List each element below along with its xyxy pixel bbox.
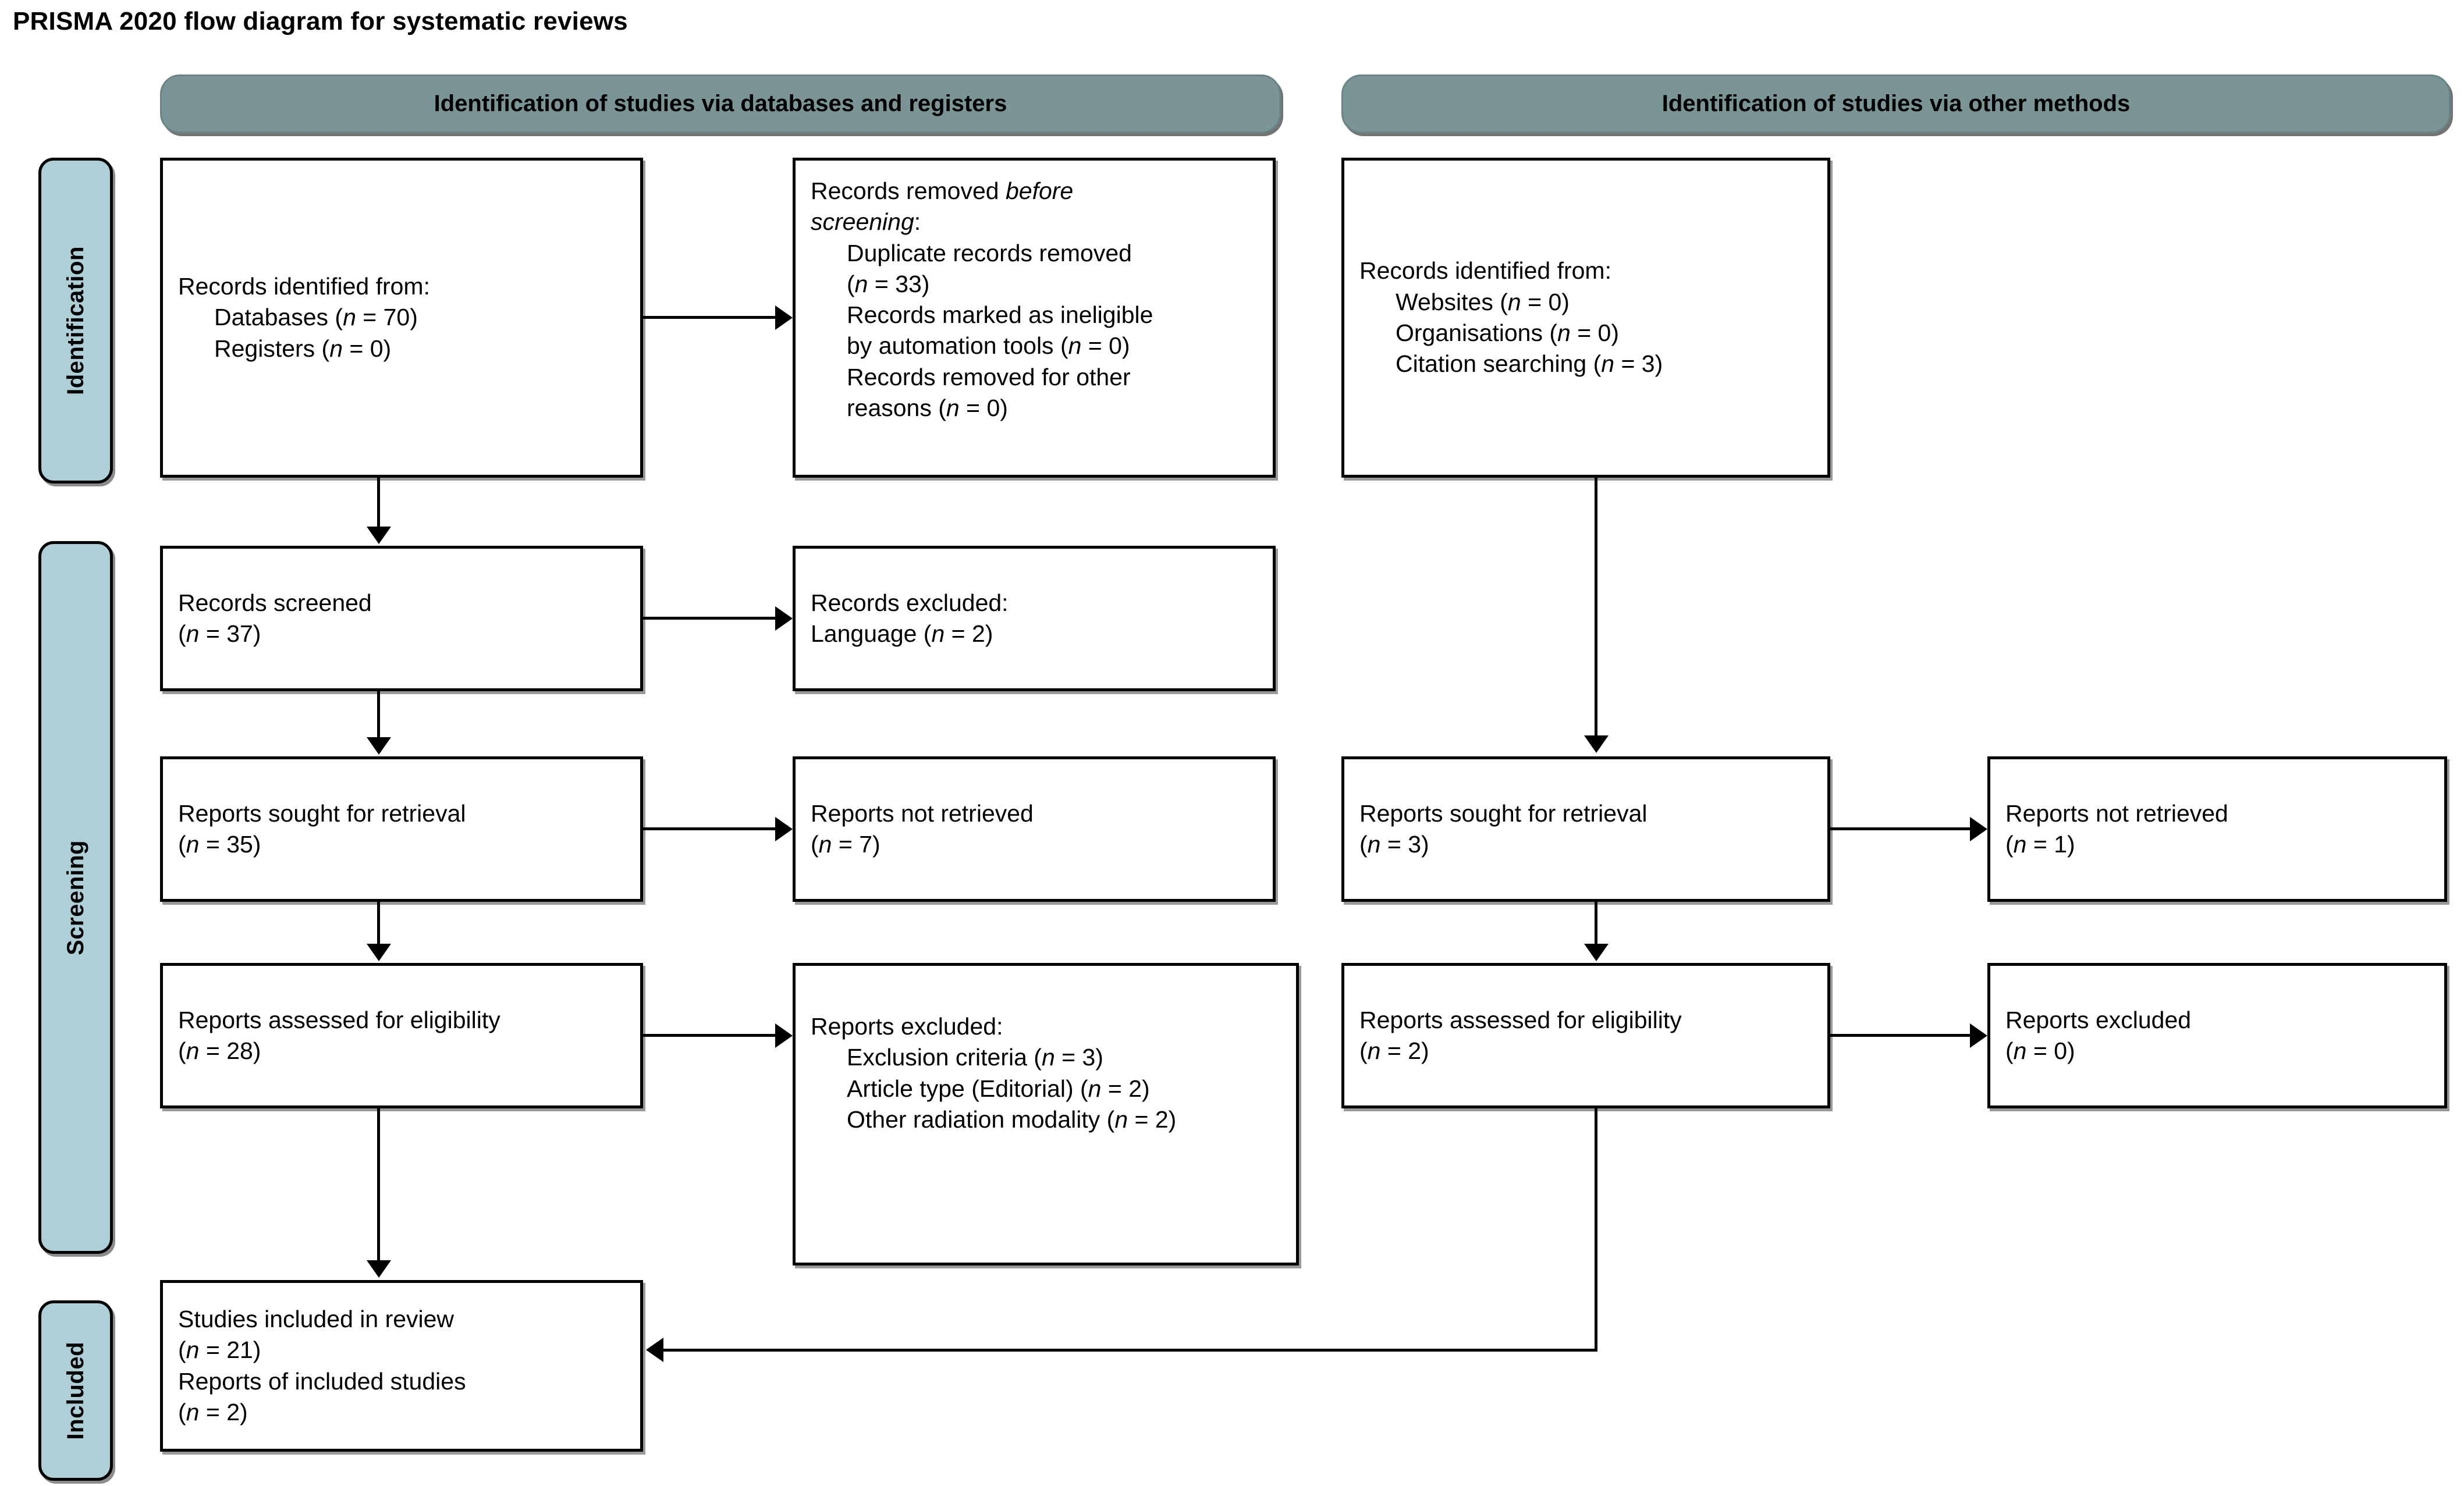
records-identified-other-line3: Organisations (n = 0) [1396,319,1620,346]
records-removed-line5: Records marked as ineligible [847,301,1153,329]
records-removed-line3: Duplicate records removed [847,239,1132,266]
records-identified-other-line4: Citation searching (n = 3) [1396,350,1663,378]
connector-assessed-db-to-excluded-db [643,1034,775,1037]
reports-excluded-other-line1: Reports excluded [2005,1006,2192,1033]
arrowhead-identified-db-to-removed [775,305,793,330]
reports-not-retrieved-other-line1: Reports not retrieved [2005,799,2228,827]
reports-excluded-db-line2: Exclusion criteria (n = 3) [847,1044,1103,1071]
reports-assessed-db-line2: (n = 28) [178,1037,261,1064]
reports-not-retrieved-db-line1: Reports not retrieved [811,799,1034,827]
stage-label-screening: Screening [38,541,113,1254]
records-excluded-line2: Language (n = 2) [811,620,993,647]
reports-sought-db-line2: (n = 35) [178,831,261,858]
records-identified-other-line2: Websites (n = 0) [1396,288,1570,315]
connector-screened-to-excluded [643,617,775,620]
reports-assessed-other-line2: (n = 2) [1359,1037,1429,1064]
records-screened-line1: Records screened [178,589,372,616]
stage-label-identification: Identification [38,158,113,484]
box-reports-sought-other: Reports sought for retrieval (n = 3) [1341,756,1830,902]
studies-included-line4: (n = 2) [178,1398,248,1425]
reports-sought-db-line1: Reports sought for retrieval [178,799,466,827]
arrowhead-sought-other-to-assessed-other [1584,944,1609,961]
records-excluded-line1: Records excluded: [811,589,1009,616]
arrowhead-sought-db-to-assessed-db [367,944,391,961]
connector-sought-other-to-not-retrieved-other [1830,827,1970,830]
box-records-identified-databases: Records identified from: Databases (n = … [160,158,643,478]
column-header-other-methods-label: Identification of studies via other meth… [1661,91,2131,116]
connector-assessed-db-to-included [377,1108,380,1261]
connector-sought-other-to-assessed-other [1595,902,1597,945]
arrowhead-assessed-other-to-excluded-other [1970,1023,1987,1048]
reports-excluded-db-line3: Article type (Editorial) (n = 2) [847,1075,1150,1102]
column-header-databases: Identification of studies via databases … [160,74,1281,133]
studies-included-line2: (n = 21) [178,1336,261,1364]
records-removed-line8: reasons (n = 0) [847,394,1008,422]
box-reports-not-retrieved-databases: Reports not retrieved (n = 7) [793,756,1276,902]
box-records-removed-before-screening: Records removed before screening: Duplic… [793,158,1276,478]
records-removed-line4: (n = 33) [847,270,930,297]
reports-assessed-db-line1: Reports assessed for eligibility [178,1006,500,1033]
box-reports-excluded-other: Reports excluded (n = 0) [1987,963,2447,1108]
records-removed-line7: Records removed for other [847,363,1131,390]
connector-assessed-other-to-included-vertical [1595,1108,1597,1350]
reports-excluded-db-line1: Reports excluded: [811,1013,1003,1040]
reports-not-retrieved-db-line2: (n = 7) [811,831,880,858]
arrowhead-sought-other-to-not-retrieved-other [1970,817,1987,841]
reports-excluded-other-line2: (n = 0) [2005,1037,2075,1064]
studies-included-line3: Reports of included studies [178,1367,466,1395]
box-records-screened: Records screened (n = 37) [160,546,643,691]
stage-label-included-text: Included [62,1341,88,1440]
arrowhead-assessed-db-to-excluded-db [775,1023,793,1048]
box-records-identified-other: Records identified from: Websites (n = 0… [1341,158,1830,478]
arrowhead-identified-other-to-sought-other [1584,735,1609,753]
studies-included-line1: Studies included in review [178,1305,455,1332]
connector-assessed-other-to-excluded-other [1830,1034,1970,1037]
arrowhead-assessed-other-to-included [646,1338,663,1362]
records-identified-db-line2: Databases (n = 70) [214,304,418,331]
arrowhead-identified-db-to-screened [367,527,391,544]
column-header-other-methods: Identification of studies via other meth… [1341,74,2451,133]
reports-sought-other-line1: Reports sought for retrieval [1359,799,1648,827]
arrowhead-assessed-db-to-included [367,1260,391,1278]
connector-sought-db-to-assessed-db [377,902,380,945]
records-identified-db-line3: Registers (n = 0) [214,335,392,362]
connector-assessed-other-to-included-horizontal [663,1349,1597,1352]
stage-label-screening-text: Screening [62,840,88,955]
records-removed-line6: by automation tools (n = 0) [847,332,1130,360]
box-reports-assessed-databases: Reports assessed for eligibility (n = 28… [160,963,643,1108]
records-removed-line1: Records removed before [811,177,1074,204]
connector-identified-other-to-sought-other [1595,478,1597,737]
records-identified-other-line1: Records identified from: [1359,257,1611,285]
reports-excluded-db-line4: Other radiation modality (n = 2) [847,1105,1177,1133]
arrowhead-screened-to-excluded [775,606,793,631]
box-reports-not-retrieved-other: Reports not retrieved (n = 1) [1987,756,2447,902]
box-records-excluded: Records excluded: Language (n = 2) [793,546,1276,691]
box-studies-included: Studies included in review (n = 21) Repo… [160,1280,643,1452]
connector-identified-db-to-removed [643,316,775,319]
stage-label-included: Included [38,1300,113,1481]
box-reports-sought-databases: Reports sought for retrieval (n = 35) [160,756,643,902]
connector-screened-to-sought-db [377,691,380,739]
connector-sought-db-to-not-retrieved [643,827,775,830]
reports-not-retrieved-other-line2: (n = 1) [2005,831,2075,858]
records-identified-db-line1: Records identified from: [178,273,430,300]
stage-label-identification-text: Identification [62,246,88,395]
arrowhead-sought-db-to-not-retrieved [775,817,793,841]
box-reports-excluded-databases: Reports excluded: Exclusion criteria (n … [793,963,1299,1265]
column-header-databases-label: Identification of studies via databases … [434,91,1007,116]
connector-identified-db-to-screened [377,478,380,528]
records-screened-line2: (n = 37) [178,620,261,647]
reports-assessed-other-line1: Reports assessed for eligibility [1359,1006,1682,1033]
reports-sought-other-line2: (n = 3) [1359,831,1429,858]
box-reports-assessed-other: Reports assessed for eligibility (n = 2) [1341,963,1830,1108]
page-title: PRISMA 2020 flow diagram for systematic … [13,7,628,35]
arrowhead-screened-to-sought-db [367,737,391,755]
records-removed-line2: screening: [811,208,921,236]
